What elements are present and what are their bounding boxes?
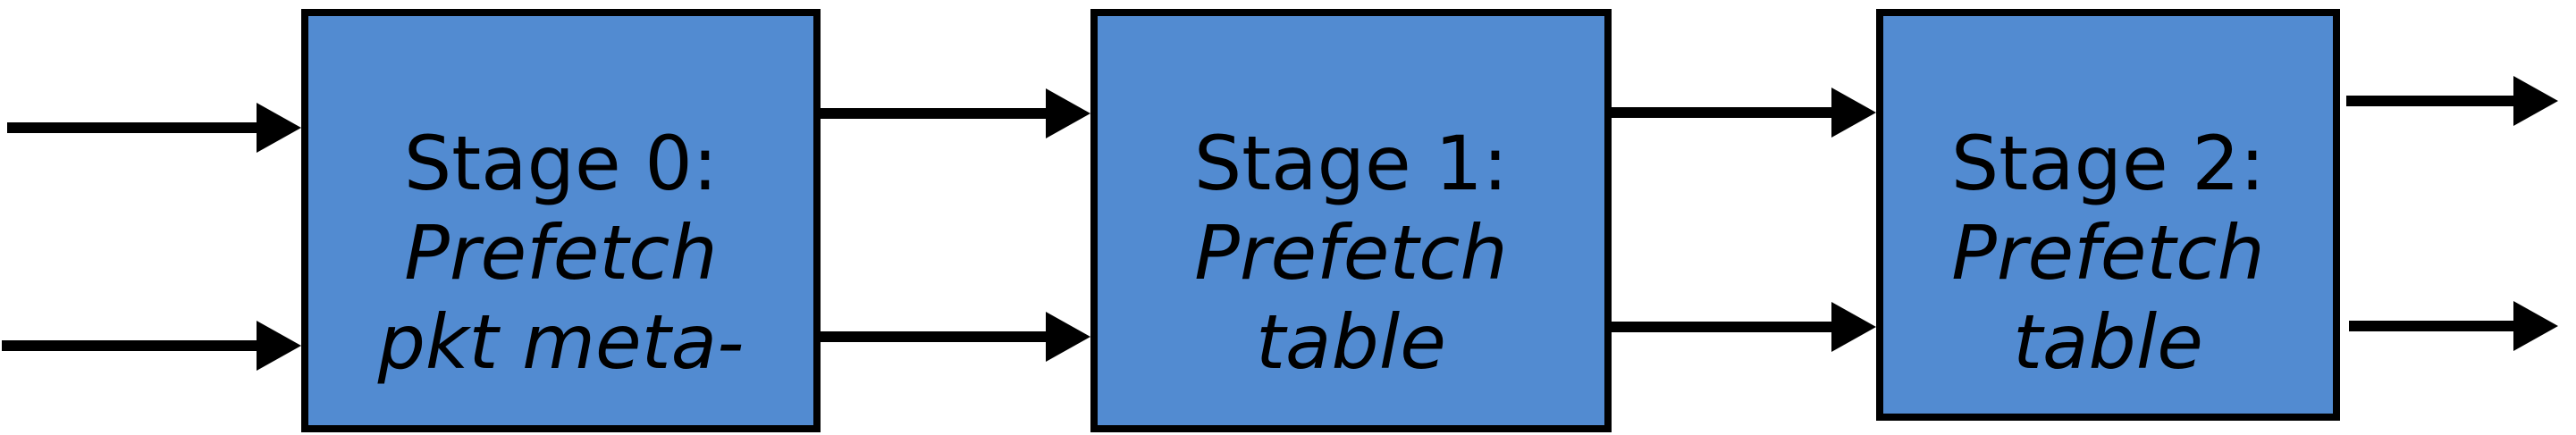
- arrow-shaft: [821, 108, 1049, 119]
- stage-0-subtitle-line1: Prefetch: [404, 209, 718, 297]
- stage-0-title: Stage 0:: [403, 120, 719, 207]
- stage-0-subtitle-line2: pkt meta-: [377, 298, 745, 386]
- arrow-shaft: [1612, 107, 1835, 118]
- arrowhead-icon: [1046, 312, 1090, 362]
- stage-2-box: Stage 2: Prefetch table: [1876, 9, 2340, 421]
- stage-2-subtitle-line1: Prefetch: [1951, 209, 2265, 297]
- stage-1-box: Stage 1: Prefetch table: [1090, 9, 1612, 432]
- arrowhead-icon: [1831, 302, 1876, 352]
- arrow-shaft: [821, 331, 1049, 342]
- arrow-shaft: [7, 122, 260, 133]
- stage-2-subtitle-line2: table: [2013, 298, 2203, 386]
- stage-0-box: Stage 0: Prefetch pkt meta-: [301, 9, 821, 432]
- arrow-shaft: [2346, 96, 2517, 106]
- stage-2-label: Stage 2: Prefetch table: [1883, 16, 2333, 387]
- stage-1-subtitle-line2: table: [1256, 298, 1446, 386]
- stage-1-title: Stage 1:: [1193, 120, 1509, 207]
- stage-1-subtitle-line1: Prefetch: [1194, 209, 1508, 297]
- arrow-shaft: [2, 340, 260, 351]
- arrowhead-icon: [257, 103, 301, 153]
- arrow-shaft: [1612, 322, 1835, 332]
- arrowhead-icon: [2513, 301, 2558, 351]
- arrowhead-icon: [1046, 88, 1090, 138]
- arrowhead-icon: [257, 321, 301, 371]
- stage-2-title: Stage 2:: [1950, 120, 2266, 207]
- arrowhead-icon: [1831, 88, 1876, 138]
- arrow-shaft: [2349, 321, 2517, 331]
- arrowhead-icon: [2513, 76, 2558, 126]
- stage-1-label: Stage 1: Prefetch table: [1098, 16, 1604, 387]
- stage-0-label: Stage 0: Prefetch pkt meta-: [308, 16, 813, 387]
